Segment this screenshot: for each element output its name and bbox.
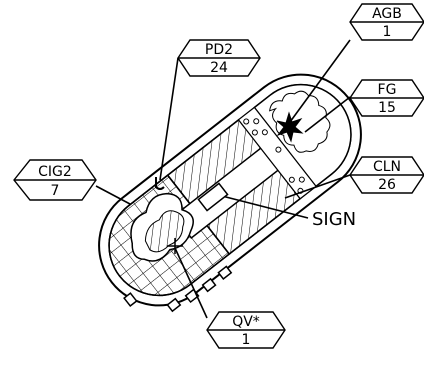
tag-cig2: CIG2 7 bbox=[13, 159, 97, 201]
tag-cln: CLN 26 bbox=[349, 156, 424, 194]
tag-pd2: PD2 24 bbox=[177, 39, 261, 77]
tag-cln-bottom: 26 bbox=[378, 177, 396, 193]
tag-agb-top: AGB bbox=[372, 6, 402, 22]
tag-fg-top: FG bbox=[378, 82, 397, 98]
shrub-zone bbox=[253, 83, 352, 188]
tag-cig2-top: CIG2 bbox=[38, 164, 72, 180]
tag-cig2-bottom: 7 bbox=[51, 183, 60, 199]
tag-pd2-bottom: 24 bbox=[210, 60, 228, 76]
tag-agb-bottom: 1 bbox=[383, 24, 392, 40]
tag-pd2-top: PD2 bbox=[205, 42, 233, 58]
paver-dots bbox=[243, 118, 305, 194]
tag-cln-top: CLN bbox=[373, 159, 401, 175]
sign-label: SIGN bbox=[312, 209, 356, 230]
paver-band bbox=[237, 106, 317, 200]
qv-tree-symbol bbox=[167, 238, 183, 254]
sign-marker bbox=[197, 182, 229, 212]
tag-agb: AGB 1 bbox=[349, 3, 424, 41]
tag-fg: FG 15 bbox=[349, 79, 424, 117]
tag-qv: QV* 1 bbox=[206, 311, 286, 349]
tag-fg-bottom: 15 bbox=[378, 100, 396, 116]
tag-qv-bottom: 1 bbox=[242, 332, 251, 348]
planting-bed bbox=[98, 73, 362, 313]
shrub-cloud bbox=[269, 90, 331, 153]
leader-lines bbox=[95, 39, 351, 319]
tag-qv-top: QV* bbox=[232, 314, 260, 330]
central-island-inner bbox=[144, 210, 185, 253]
agb-plant-symbol bbox=[276, 111, 304, 143]
pd2-plant-symbol bbox=[155, 177, 165, 190]
